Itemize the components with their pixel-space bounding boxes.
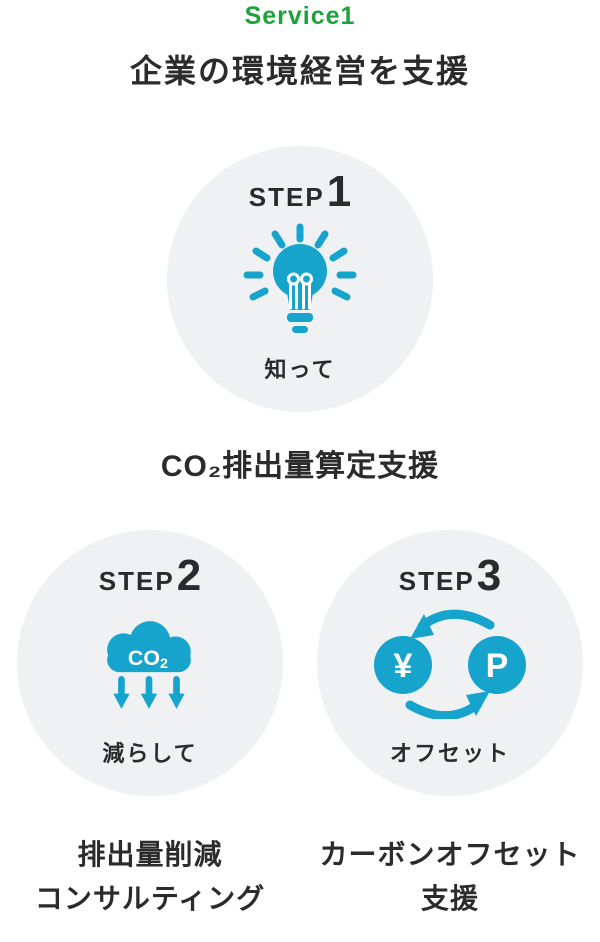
step-2-keyword: 減らして xyxy=(102,741,198,766)
step-3-circle: STEP 3 ¥ P オフセット xyxy=(317,530,583,796)
co2-subscript: 2 xyxy=(160,656,168,672)
lightbulb-icon xyxy=(240,218,360,342)
step-2-circle: STEP 2 CO2 xyxy=(17,530,283,796)
step-word: STEP xyxy=(248,182,325,212)
page-title: 企業の環境経営を支援 xyxy=(129,53,470,89)
co2-text: CO xyxy=(128,646,160,670)
caption-line: 排出量削減 xyxy=(77,839,223,870)
caption-line: 支援 xyxy=(420,883,479,914)
step-word: STEP xyxy=(398,566,475,596)
svg-text:CO2: CO2 xyxy=(128,646,168,672)
co2-cloud-down-arrows-icon: CO2 xyxy=(99,602,201,726)
step-2-caption: 排出量削減 コンサルティング xyxy=(0,833,300,921)
step-1-circle: STEP 1 xyxy=(167,146,433,412)
step-number: 2 xyxy=(176,551,202,600)
yen-point-cycle-icon: ¥ P xyxy=(374,602,526,726)
step-number: 1 xyxy=(326,167,352,216)
step-1-caption: CO₂排出量算定支援 xyxy=(0,441,600,485)
step-number: 3 xyxy=(476,551,502,600)
caption-line: コンサルティング xyxy=(34,883,266,914)
step-1-label: STEP 1 xyxy=(249,170,351,214)
point-symbol: P xyxy=(486,647,509,685)
step-3-label: STEP 3 xyxy=(399,554,501,598)
service-label: Service1 xyxy=(244,2,356,30)
step-3-keyword: オフセット xyxy=(389,741,510,766)
yen-symbol: ¥ xyxy=(394,647,413,685)
step-word: STEP xyxy=(98,566,175,596)
step-3-caption: カーボンオフセット 支援 xyxy=(300,833,600,921)
caption-line: カーボンオフセット xyxy=(319,839,581,870)
step-1-keyword: 知って xyxy=(264,357,336,382)
caption-line: CO₂排出量算定支援 xyxy=(160,450,440,483)
step-2-label: STEP 2 xyxy=(99,554,201,598)
